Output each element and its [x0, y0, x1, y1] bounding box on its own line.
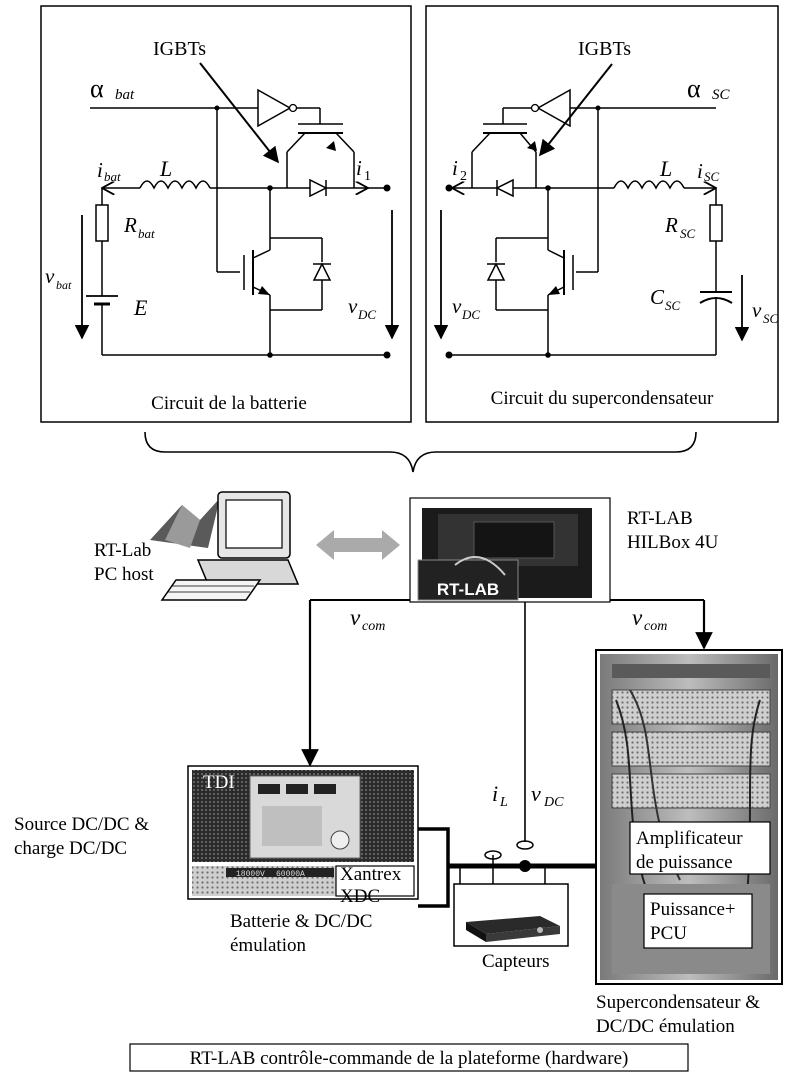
v-com-right-sub: com	[644, 619, 667, 634]
v-bat-sub: bat	[56, 278, 72, 292]
battery-emf-label: E	[133, 295, 148, 320]
sc-circuit-frame	[425, 5, 779, 423]
hilbox-logo: RT-LAB	[437, 580, 499, 599]
source-label-line2: charge DC/DC	[14, 838, 127, 859]
inductor-battery	[139, 180, 211, 190]
pcu-label-line2: PCU	[650, 923, 687, 944]
pc-label-line2: PC host	[94, 564, 154, 585]
inverter-symbol	[257, 88, 292, 128]
i2-symbol: i	[452, 156, 458, 180]
alpha-bat-sub: bat	[115, 87, 135, 103]
capteurs-box	[453, 883, 569, 947]
i-bat-sub: bat	[104, 169, 121, 184]
v-dc-sub-sc: DC	[461, 307, 480, 322]
resistor-sub-battery: bat	[138, 226, 155, 241]
diode-battery-series	[309, 178, 328, 198]
v-dc-sub-battery: DC	[357, 307, 376, 322]
pc-host	[150, 491, 300, 601]
capacitor-sub-sc: SC	[665, 298, 681, 313]
resistor-label-sc: R	[664, 213, 678, 237]
inductor-label-battery: L	[159, 156, 172, 181]
sc-circuit-panel: α SC IGBTs i 2 L i SC	[425, 5, 779, 423]
inductor-sc	[613, 180, 685, 190]
v-dc-symbol-sc: v	[452, 294, 462, 318]
sc-label-line1: Supercondensateur &	[596, 992, 760, 1013]
battery-circuit-panel: α bat IGBTs i bat L i 1	[40, 5, 412, 423]
resistor-label-battery: R	[123, 213, 137, 237]
v-dc-symbol-hw: v	[531, 781, 541, 806]
tdi-xantrex-rack: 18000V 60000A	[187, 765, 419, 900]
hilbox-label-line2: HILBox 4U	[627, 532, 719, 553]
inverter-symbol-sc	[536, 88, 571, 128]
xantrex-label-line2: XDC	[340, 886, 380, 907]
batterie-label-line1: Batterie & DC/DC	[230, 911, 372, 932]
resistor-sub-sc: SC	[680, 226, 696, 241]
i2-sub: 2	[460, 169, 467, 184]
keyboard-icon	[160, 579, 262, 601]
igbt-label-battery: IGBTs	[153, 38, 206, 60]
capteurs-label: Capteurs	[482, 951, 550, 972]
footer-caption: RT-LAB contrôle-commande de la plateform…	[190, 1048, 629, 1069]
source-label-line1: Source DC/DC &	[14, 814, 149, 835]
bidirectional-arrow	[316, 530, 400, 560]
pc-label-line1: RT-Lab	[94, 540, 151, 561]
resistor-battery	[95, 204, 109, 242]
tdi-label: TDI	[203, 772, 235, 793]
v-com-left-symbol: v	[350, 605, 361, 630]
xantrex-display-current: 60000A	[276, 870, 305, 879]
resistor-sc	[709, 204, 723, 242]
alpha-sc-symbol: α	[687, 74, 701, 103]
v-bat-symbol: v	[45, 264, 55, 288]
curly-brace	[144, 431, 697, 473]
i-sc-sub: SC	[704, 169, 720, 184]
capacitor-label-sc: C	[650, 285, 665, 309]
xantrex-label-line1: Xantrex	[340, 864, 402, 885]
amplifier-rack	[595, 649, 783, 985]
i1-sub: 1	[364, 169, 371, 184]
footer-caption-box	[129, 1043, 689, 1072]
i-bat-symbol: i	[97, 158, 103, 182]
sc-circuit-caption: Circuit du supercondensateur	[491, 388, 714, 409]
v-dc-symbol-battery: v	[348, 294, 358, 318]
current-sensor-ring-2	[516, 840, 534, 850]
alpha-bat-symbol: α	[90, 74, 104, 103]
pcu-label-line1: Puissance+	[650, 899, 736, 920]
inductor-label-sc: L	[659, 156, 672, 181]
igbt-label-sc: IGBTs	[578, 38, 631, 60]
v-dc-sub-hw: DC	[543, 795, 564, 810]
batterie-label-line2: émulation	[230, 935, 306, 956]
hilbox-label-line1: RT-LAB	[627, 508, 693, 529]
i-sc-symbol: i	[697, 159, 703, 183]
i-L-sub: L	[499, 795, 508, 810]
hilbox-4u: RT-LAB	[409, 497, 611, 603]
v-com-right-symbol: v	[632, 605, 643, 630]
i-L-symbol: i	[492, 781, 498, 806]
alpha-sc-sub: SC	[712, 87, 731, 103]
amp-label-line1: Amplificateur	[636, 828, 743, 849]
v-com-left-sub: com	[362, 619, 385, 634]
v-sc-sub: SC	[763, 311, 779, 326]
amp-label-line2: de puissance	[636, 852, 733, 873]
i1-symbol: i	[356, 156, 362, 180]
v-sc-symbol: v	[752, 298, 762, 322]
sc-label-line2: DC/DC émulation	[596, 1016, 735, 1037]
xantrex-display-voltage: 18000V	[236, 870, 265, 879]
battery-circuit-caption: Circuit de la batterie	[151, 393, 307, 414]
